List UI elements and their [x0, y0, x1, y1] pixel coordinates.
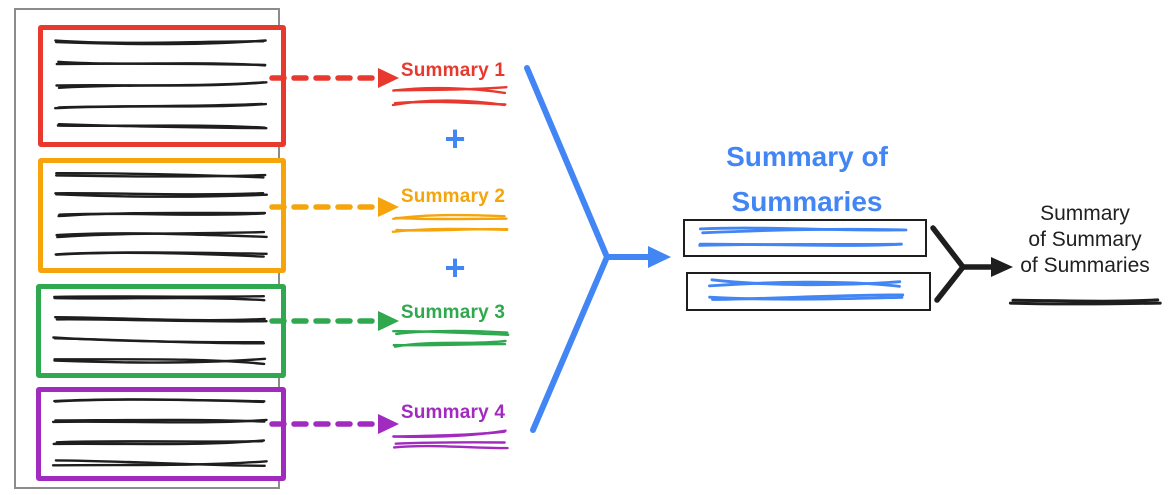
chunk-1-text-scribble [54, 39, 268, 130]
sos-box-2-scribble [708, 278, 905, 301]
plus-sign-1: + [444, 118, 466, 159]
source-document-box [14, 8, 286, 489]
summary-3-scribble [392, 329, 510, 348]
dashed-arrow-chunk4-to-summary4 [269, 414, 399, 434]
chunk-2-text-scribble [54, 171, 268, 258]
merge-arrow-summaries-to-sos [524, 65, 671, 433]
document-chunk-2 [38, 158, 286, 273]
summary-2-scribble [391, 213, 509, 233]
summary-of-summaries-title: Summary of Summaries [677, 134, 937, 224]
summary-1-scribble [391, 86, 508, 107]
document-chunk-3 [36, 284, 286, 378]
summary-4-label: Summary 4 [400, 402, 506, 423]
document-chunk-4 [36, 387, 286, 481]
document-chunk-1 [38, 25, 286, 147]
dashed-arrow-chunk2-to-summary2 [269, 197, 399, 217]
dashed-arrow-chunk3-to-summary3 [269, 311, 399, 331]
final-summary-label-line2: of Summary [1028, 228, 1142, 251]
final-summary-label-line3: of Summaries [1020, 254, 1150, 277]
chunk-3-text-scribble [52, 295, 268, 366]
summary-2-label: Summary 2 [400, 186, 506, 207]
plus-sign-2: + [444, 247, 466, 288]
chunk-4-text-scribble [51, 398, 268, 467]
summary-3-label: Summary 3 [400, 302, 506, 323]
final-summary-label-line1: Summary [1040, 202, 1130, 225]
final-summary-label: Summary of Summary of Summaries [1000, 201, 1170, 279]
dashed-arrow-chunk1-to-summary1 [269, 68, 399, 88]
summary-of-summaries-title-line2: Summaries [731, 186, 883, 217]
final-summary-scribble [1008, 298, 1162, 306]
summary-of-summaries-box-1 [683, 219, 927, 257]
summary-1-label: Summary 1 [400, 60, 506, 81]
summary-of-summaries-title-line1: Summary of [726, 141, 888, 172]
summary-of-summaries-box-2 [686, 272, 931, 311]
sos-box-1-scribble [698, 226, 908, 247]
summary-4-scribble [392, 429, 509, 450]
